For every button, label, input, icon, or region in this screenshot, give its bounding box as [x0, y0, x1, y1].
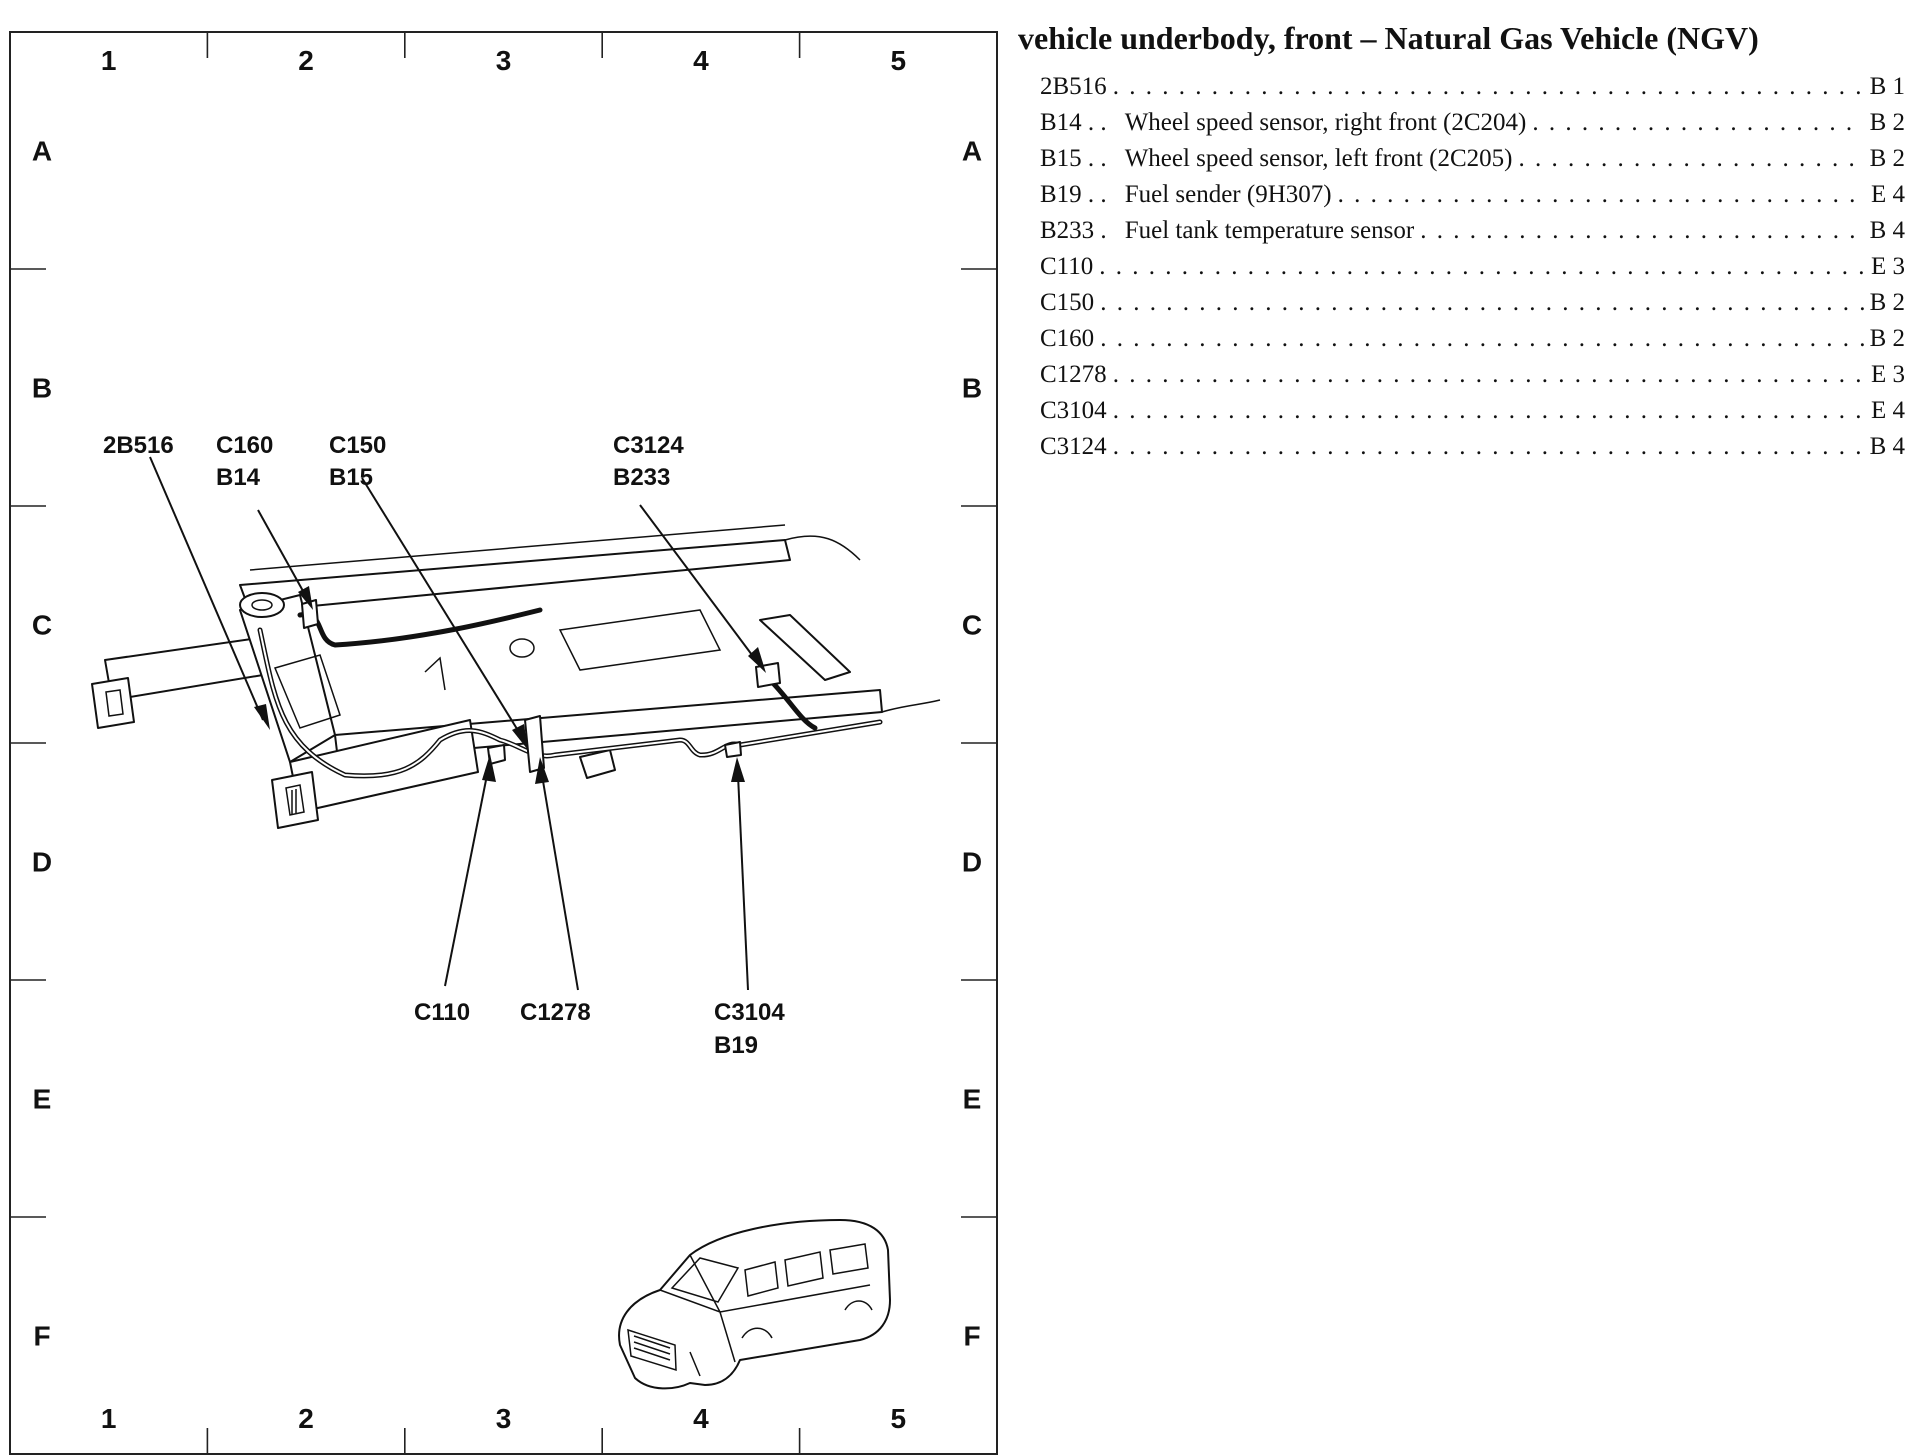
van-locator-icon — [618, 1219, 891, 1390]
index-leader-dots — [1113, 433, 1864, 461]
index-description: Fuel sender (9H307) — [1124, 181, 1332, 208]
index-leader-dots — [1338, 181, 1865, 209]
index-description: Fuel tank temperature sensor — [1124, 217, 1415, 244]
index-grid-location: E 3 — [1870, 361, 1905, 388]
grid-row-label-right: C — [962, 610, 982, 641]
callout-c1278: C1278 — [520, 999, 591, 1026]
grid-row-label-right: B — [962, 373, 982, 404]
index-description: Wheel speed sensor, left front (2C205) — [1124, 145, 1513, 172]
callout-c160: C160 — [216, 432, 273, 459]
index-row: 2B516 B 1 — [1040, 73, 1905, 109]
index-row: B19 . . Fuel sender (9H307) E 4 — [1040, 181, 1905, 217]
index-row: B14 . . Wheel speed sensor, right front (… — [1040, 109, 1905, 145]
index-code: B19 . . — [1040, 181, 1107, 208]
index-code: C150 — [1040, 289, 1095, 316]
index-row: C160 B 2 — [1040, 325, 1905, 361]
chassis-frame-illustration — [91, 524, 941, 829]
index-row: C1278 E 3 — [1040, 361, 1905, 397]
grid-column-label-top: 4 — [693, 45, 709, 76]
grid-column-label-bottom: 3 — [496, 1403, 512, 1434]
index-grid-location: E 3 — [1870, 253, 1905, 280]
grid-ticks — [10, 32, 997, 1454]
connector-index-panel: vehicle underbody, front – Natural Gas V… — [1010, 20, 1905, 469]
index-grid-location: B 2 — [1869, 109, 1905, 136]
index-leader-dots — [1113, 361, 1865, 389]
grid-column-label-top: 1 — [101, 45, 117, 76]
index-row: C3104 E 4 — [1040, 397, 1905, 433]
index-code: C160 — [1040, 325, 1095, 352]
grid-row-label-right: E — [963, 1084, 982, 1115]
index-leader-dots — [1532, 109, 1863, 137]
callout-b19: B19 — [714, 1032, 758, 1059]
callout-labels: 2B516 C160 B14 C150 B15 C3124 B233 C110 … — [103, 432, 785, 1059]
grid-row-label-left: E — [33, 1084, 52, 1115]
index-leader-dots — [1420, 217, 1863, 245]
callout-b14: B14 — [216, 464, 261, 491]
index-code: B233 . — [1040, 217, 1107, 244]
index-grid-location: B 2 — [1869, 325, 1905, 352]
index-grid-location: B 2 — [1869, 145, 1905, 172]
callout-c110: C110 — [414, 999, 470, 1026]
index-row: C3124 B 4 — [1040, 433, 1905, 469]
index-row: B15 . . Wheel speed sensor, left front (2… — [1040, 145, 1905, 181]
index-code: B14 . . — [1040, 109, 1107, 136]
leader-lines — [149, 456, 766, 991]
index-description: Wheel speed sensor, right front (2C204) — [1124, 109, 1527, 136]
grid-row-label-left: B — [32, 373, 52, 404]
index-code: C3104 — [1040, 397, 1107, 424]
index-leader-dots — [1100, 289, 1863, 317]
grid-row-label-left: A — [32, 136, 52, 167]
grid-column-label-bottom: 1 — [101, 1403, 117, 1434]
grid-row-label-right: D — [962, 847, 982, 878]
callout-c3124: C3124 — [613, 432, 684, 459]
index-grid-location: B 4 — [1869, 217, 1905, 244]
grid-row-label-right: F — [963, 1321, 980, 1352]
grid-row-label-left: F — [33, 1321, 50, 1352]
grid-column-label-bottom: 2 — [298, 1403, 314, 1434]
grid-row-label-left: D — [32, 847, 52, 878]
wiring-harness — [257, 599, 883, 779]
index-code: C3124 — [1040, 433, 1107, 460]
grid-row-label-left: C — [32, 610, 52, 641]
connector-index-list: 2B516 B 1 B14 . . Wheel speed sensor, right… — [1010, 73, 1905, 469]
index-leader-dots — [1113, 397, 1865, 425]
index-row: C110 E 3 — [1040, 253, 1905, 289]
index-leader-dots — [1113, 73, 1864, 101]
index-grid-location: E 4 — [1870, 181, 1905, 208]
grid-column-label-top: 2 — [298, 45, 314, 76]
index-grid-location: E 4 — [1870, 397, 1905, 424]
callout-2b516: 2B516 — [103, 432, 174, 459]
callout-c150: C150 — [329, 432, 386, 459]
index-row: B233 . Fuel tank temperature sensor B 4 — [1040, 217, 1905, 253]
grid-column-label-top: 5 — [891, 45, 907, 76]
callout-b233: B233 — [613, 464, 670, 491]
index-code: C110 — [1040, 253, 1094, 280]
callout-b15: B15 — [329, 464, 373, 491]
index-grid-location: B 4 — [1869, 433, 1905, 460]
grid-column-label-top: 3 — [496, 45, 512, 76]
index-title: vehicle underbody, front – Natural Gas V… — [1018, 20, 1759, 56]
grid-column-label-bottom: 5 — [891, 1403, 907, 1434]
index-row: C150 B 2 — [1040, 289, 1905, 325]
index-grid-location: B 1 — [1869, 73, 1905, 100]
index-code: 2B516 — [1040, 73, 1107, 100]
grid-column-label-bottom: 4 — [693, 1403, 709, 1434]
index-leader-dots — [1518, 145, 1863, 173]
index-leader-dots — [1100, 325, 1863, 353]
callout-c3104: C3104 — [714, 999, 785, 1026]
index-grid-location: B 2 — [1869, 289, 1905, 316]
index-code: B15 . . — [1040, 145, 1107, 172]
index-code: C1278 — [1040, 361, 1107, 388]
index-leader-dots — [1099, 253, 1865, 281]
grid-row-label-right: A — [962, 136, 982, 167]
